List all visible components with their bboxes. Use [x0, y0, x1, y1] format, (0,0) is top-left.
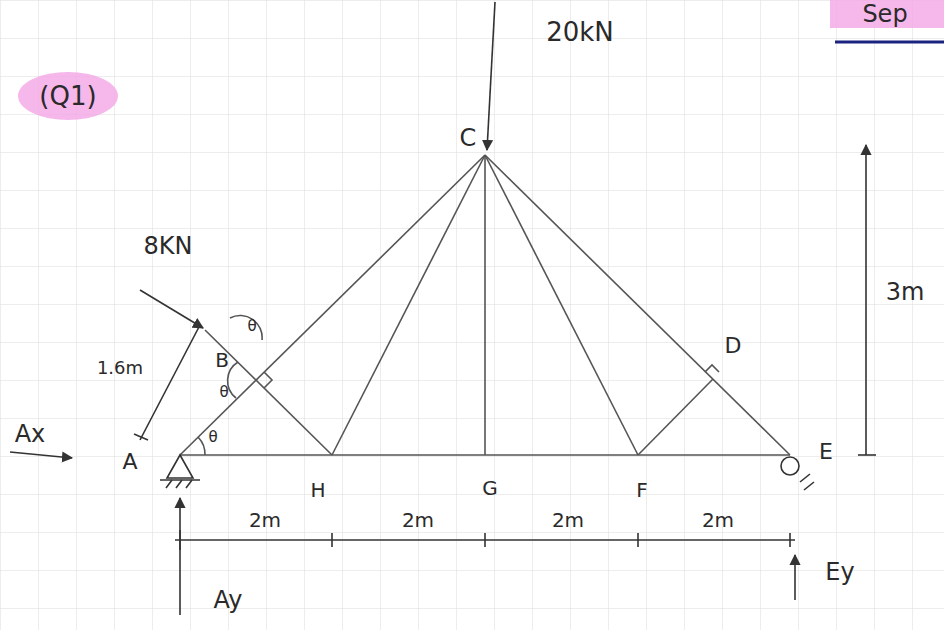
load-value: 8KN	[144, 234, 193, 258]
dimension: 2m	[702, 510, 734, 530]
highlight	[18, 72, 118, 120]
load-value: 20kN	[546, 19, 614, 45]
underline	[835, 41, 944, 44]
angle-label: θ	[208, 430, 217, 445]
truss-members	[180, 155, 790, 455]
joint-label: C	[460, 126, 477, 150]
dimension: 2m	[552, 510, 584, 530]
joint-label: F	[636, 480, 648, 500]
dimension: 2m	[249, 510, 281, 530]
joint-label: B	[215, 350, 229, 370]
joint-label: A	[122, 451, 137, 473]
joint-label: D	[725, 335, 742, 357]
reaction-label: Ey	[825, 560, 854, 584]
joint-label: G	[482, 478, 498, 498]
question-title: (Q1)	[39, 83, 96, 109]
dimension: 3m	[886, 280, 925, 304]
angle-label: θ	[219, 385, 228, 400]
loads-and-dimensions	[10, 2, 876, 615]
highlight	[830, 0, 944, 28]
angle-label: θ	[247, 319, 256, 334]
reaction-label: Ay	[214, 588, 243, 612]
joint-label: H	[310, 480, 325, 500]
dimension: 1.6m	[97, 359, 143, 377]
joint-label: E	[819, 441, 833, 463]
dimension: 2m	[402, 510, 434, 530]
note-text: Sep	[862, 2, 907, 26]
reaction-label: Ax	[15, 422, 46, 446]
